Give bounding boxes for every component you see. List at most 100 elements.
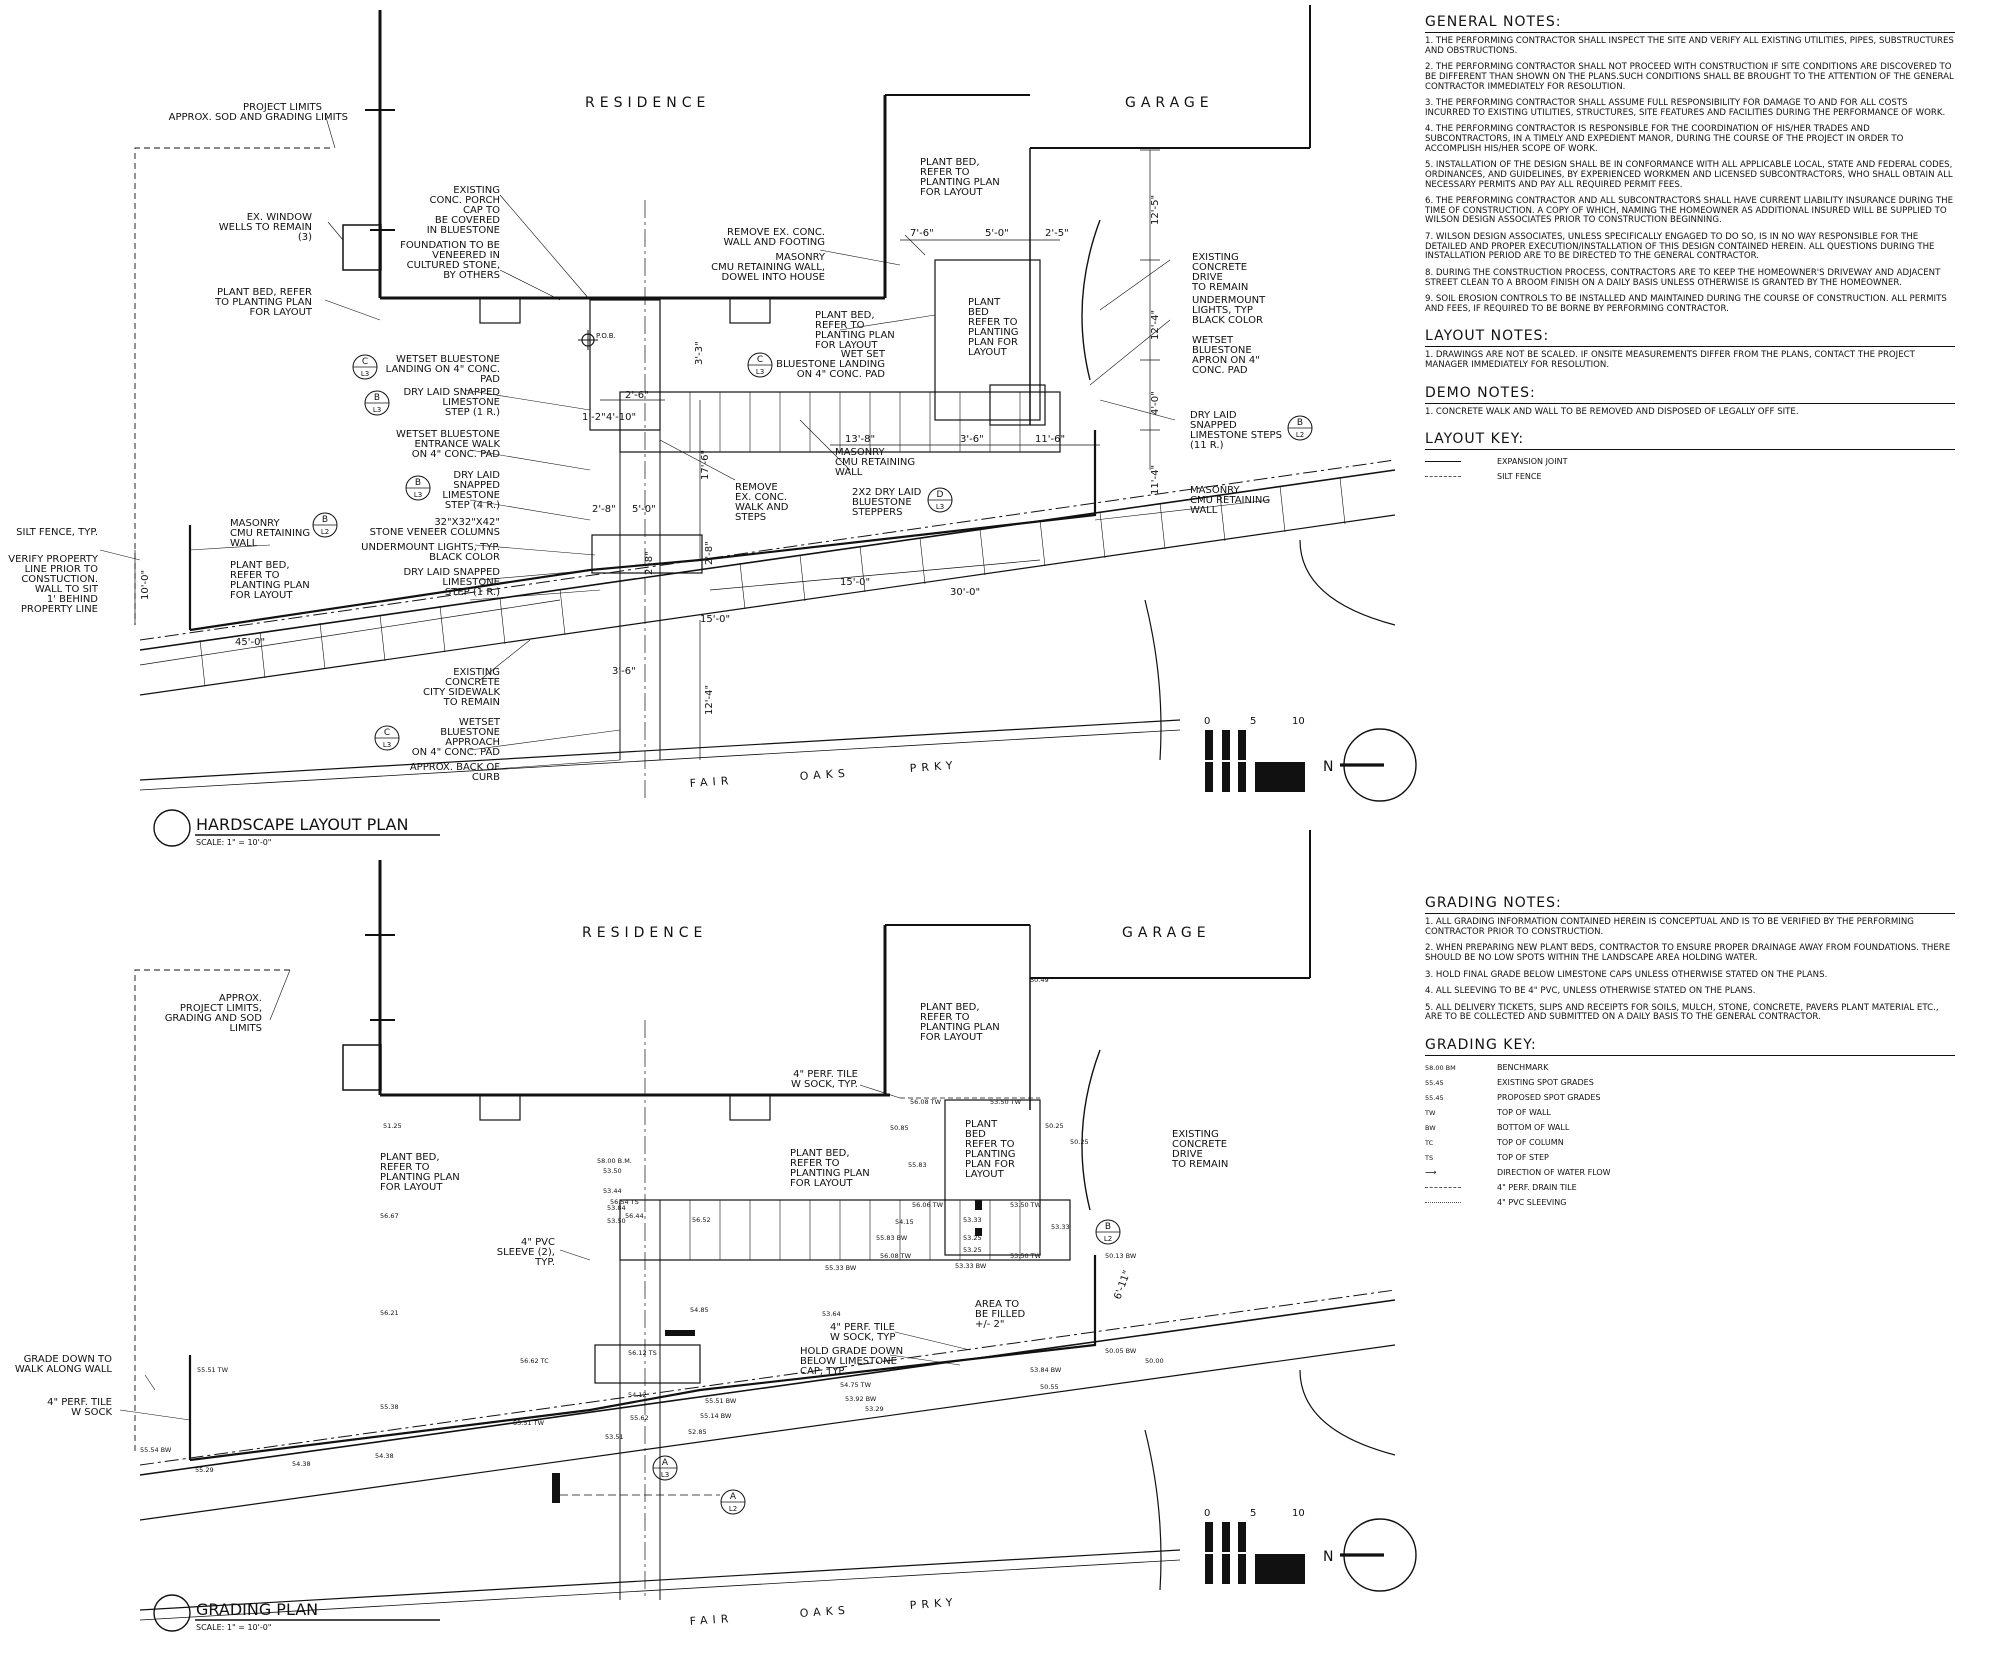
note-item: 4. ALL SLEEVING TO BE 4" PVC, UNLESS OTH… [1425, 986, 1756, 997]
note-label: BLUESTONE [852, 497, 912, 508]
dimension-text: 45'-0" [235, 637, 265, 648]
note-label: PROJECT LIMITS [243, 102, 322, 113]
note-label: CONC. PAD [1192, 365, 1248, 376]
dimension-text: 12'-4" [704, 685, 715, 715]
dash-dot-line-icon [1425, 1183, 1497, 1192]
note-label: LAYOUT [968, 347, 1008, 358]
callout-sheet: L3 [361, 370, 369, 378]
key-row: 4" PVC SLEEVING [1425, 1195, 1955, 1210]
note-label: BLUESTONE [440, 727, 500, 738]
note-label: CONCRETE [445, 677, 500, 688]
spot-grade: 53.50 [603, 1167, 622, 1175]
note-item: 1. THE PERFORMING CONTRACTOR SHALL INSPE… [1425, 36, 1954, 56]
note-label: LANDING ON 4" CONC. [386, 364, 500, 375]
key-label: 4" PVC SLEEVING [1497, 1198, 1567, 1207]
grading-key-heading: GRADING KEY: [1425, 1037, 1955, 1056]
note-item: 7. WILSON DESIGN ASSOCIATES, UNLESS SPEC… [1425, 232, 1935, 262]
layout-key: LAYOUT KEY: EXPANSION JOINT SILT FENCE [1425, 431, 1955, 484]
key-label: 4" PERF. DRAIN TILE [1497, 1183, 1577, 1192]
grading-linework [119, 830, 1417, 1632]
detail-callout: CL3 [747, 352, 773, 378]
callout-letter: C [384, 728, 390, 738]
callout-sheet: L3 [414, 491, 422, 499]
key-row: 4" PERF. DRAIN TILE [1425, 1180, 1955, 1195]
spot-grade: 55.83 BW [876, 1234, 908, 1242]
key-label: TOP OF COLUMN [1497, 1138, 1564, 1147]
note-label: PROPERTY LINE [21, 604, 98, 615]
scale-bar-tick: 5 [1250, 716, 1256, 727]
note-label: EXISTING [453, 185, 500, 196]
spot-grade: 53.50 [607, 1217, 626, 1225]
note-label: HOLD GRADE DOWN [800, 1346, 903, 1357]
note-label: REFER TO [968, 317, 1018, 328]
note-label: SILT FENCE, TYP. [16, 527, 98, 538]
general-notes: GENERAL NOTES: 1. THE PERFORMING CONTRAC… [1425, 14, 1955, 314]
note-item: 1. ALL GRADING INFORMATION CONTAINED HER… [1425, 917, 1914, 937]
layout-notes: LAYOUT NOTES: 1. DRAWINGS ARE NOT BE SCA… [1425, 328, 1955, 370]
scale-bar-tick: 10 [1292, 1508, 1305, 1519]
grading-notes-heading: GRADING NOTES: [1425, 895, 1955, 914]
detail-callout: BL2 [1287, 415, 1313, 441]
dimension-text: 17'-6" [700, 450, 711, 480]
spot-grades: 50.49 51.25 50.85 50.25 50.25 56.08 TW 5… [140, 976, 1164, 1474]
plan-title: GRADING PLAN [196, 1600, 318, 1619]
abbreviation: TW [1425, 1108, 1436, 1117]
note-label: PROJECT LIMITS, [180, 1003, 262, 1014]
note-label: DRY LAID [453, 470, 500, 481]
dimension-text: 12'-5" [1150, 195, 1161, 225]
note-label: BE COVERED [435, 215, 500, 226]
hardscape-linework [99, 5, 1417, 847]
note-label: DOWEL INTO HOUSE [722, 272, 826, 283]
note-label: BY OTHERS [443, 270, 500, 281]
note-label: CONSTUCTION. [21, 574, 98, 585]
note-label: FOR LAYOUT [920, 1032, 983, 1043]
note-label: PLANT [965, 1119, 998, 1130]
note-label: PLANTING [968, 327, 1018, 338]
note-label: WETSET [1192, 335, 1234, 346]
spot-grade: 53.33 [1051, 1223, 1070, 1231]
spot-grade: 55.51 TW [513, 1419, 545, 1427]
dimension-text: 7'-6" [910, 228, 934, 239]
key-row: EXPANSION JOINT [1425, 454, 1955, 469]
existing-grade-icon: 55.45 [1425, 1078, 1444, 1087]
callout-sheet: L2 [729, 1505, 737, 1513]
note-label: LIMITS [229, 1023, 262, 1034]
dimension-text: 15'-0" [700, 614, 730, 625]
key-label: TOP OF WALL [1497, 1108, 1551, 1117]
key-label: EXISTING SPOT GRADES [1497, 1078, 1594, 1087]
dimension-text: 11'-6" [1035, 434, 1065, 445]
key-label: TOP OF STEP [1497, 1153, 1549, 1162]
key-row: ⟶DIRECTION OF WATER FLOW [1425, 1165, 1955, 1180]
spot-grade: 56.06 TW [912, 1201, 944, 1209]
detail-callout: BL2 [312, 512, 338, 538]
note-label: WALL [835, 467, 863, 478]
note-label: BLACK COLOR [1192, 315, 1263, 326]
note-label: W SOCK, TYP. [791, 1079, 858, 1090]
note-label: UNDERMOUNT [1192, 295, 1266, 306]
spot-grade: 54.85 [690, 1306, 709, 1314]
dimension-text: 5'-0" [985, 228, 1009, 239]
note-label: LIMESTONE [442, 577, 500, 588]
note-label: BLUESTONE [1192, 345, 1252, 356]
callout-letter: D [937, 490, 944, 500]
callout-letter: B [415, 478, 421, 488]
spot-grade: 53.84 BW [1030, 1366, 1062, 1374]
spot-grade: 50.05 BW [1105, 1347, 1137, 1355]
note-label: WALK ALONG WALL [15, 1364, 113, 1375]
note-label: W SOCK [71, 1407, 112, 1418]
plan-title: HARDSCAPE LAYOUT PLAN [196, 815, 408, 834]
note-label: FOUNDATION TO BE [400, 240, 500, 251]
scale-bar-tick: 0 [1204, 1508, 1210, 1519]
dimension-text: 3'-6" [960, 434, 984, 445]
north-arrow-label: N [1323, 759, 1333, 775]
note-label: REFER TO [920, 167, 970, 178]
callout-letter: B [322, 515, 328, 525]
note-label: APPROX. SOD AND GRADING LIMITS [169, 112, 348, 123]
spot-grade: 55.51 TW [197, 1366, 229, 1374]
garage-label: GARAGE [1122, 925, 1211, 941]
note-label: LIMESTONE [442, 490, 500, 501]
callout-letter: C [362, 357, 368, 367]
note-label: EX. WINDOW [247, 212, 312, 223]
